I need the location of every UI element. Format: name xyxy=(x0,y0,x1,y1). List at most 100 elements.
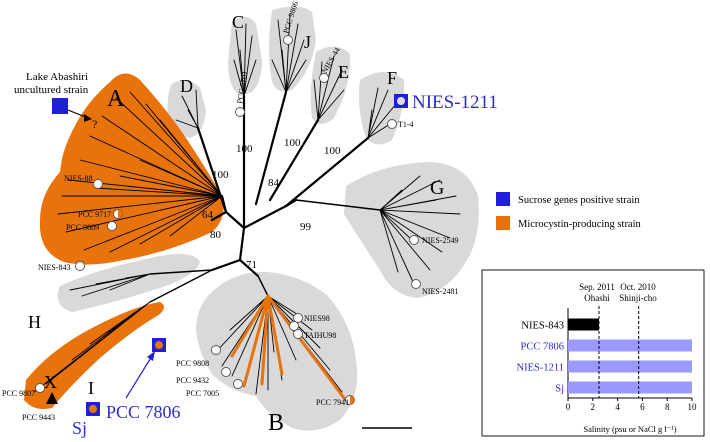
abashiri-line1: Lake Abashiri xyxy=(26,71,88,83)
marker-pcc9432 xyxy=(221,367,231,377)
label-pcc9808: PCC 9808 xyxy=(176,359,209,368)
b-orange-3 xyxy=(266,294,284,376)
clade-h-region xyxy=(57,254,200,312)
bootstrap-labels: 100 100 100 100 84 64 80 99 71 xyxy=(202,137,341,271)
bootstrap-71: 71 xyxy=(246,259,257,271)
clade-a-leaves xyxy=(57,91,223,253)
legend-sucrose-label: Sucrose genes positive strain xyxy=(518,195,640,206)
bootstrap-99: 99 xyxy=(300,221,312,233)
label-sj: Sj xyxy=(72,418,87,438)
clade-d-leaves xyxy=(175,89,199,129)
bootstrap-j: 100 xyxy=(284,137,301,149)
marker-pcc9701 xyxy=(235,107,245,117)
label-nies843: NIES-843 xyxy=(38,263,70,272)
label-pcc7941: PCC 7941 xyxy=(316,398,349,407)
branch-to-x xyxy=(149,269,213,303)
clade-g-region xyxy=(344,162,479,298)
marker-nies2481 xyxy=(411,279,421,289)
marker-pcc9807 xyxy=(35,383,45,393)
abashiri-line2: uncultured strain xyxy=(14,84,89,96)
branch-to-b xyxy=(257,275,269,297)
inset-tick-label-1: 2 xyxy=(591,402,596,412)
arrow-pcc7806 xyxy=(125,355,153,399)
label-pcc9443: PCC 9443 xyxy=(22,413,55,422)
clade-c-leaves xyxy=(233,23,257,97)
marker-label-1-line2: Ohashi xyxy=(584,293,610,303)
bootstrap-f: 100 xyxy=(324,145,341,157)
marker-nies98b xyxy=(289,321,299,331)
clade-f-region xyxy=(358,72,405,145)
marker-nies88 xyxy=(93,179,103,189)
inset-tick-label-0: 0 xyxy=(566,402,571,412)
clade-f-leaves xyxy=(367,87,397,139)
clade-j-leaves xyxy=(271,13,307,93)
tree-branches xyxy=(33,13,461,405)
clade-g-leaves xyxy=(379,175,461,285)
clade-labels: A B C D E F G H I J X xyxy=(28,12,444,436)
clade-h-leaves xyxy=(69,273,151,297)
marker-nies2549 xyxy=(409,235,419,245)
marker-pcc7005 xyxy=(233,379,243,389)
arrow-pcc7806-head xyxy=(147,351,155,361)
square-abashiri xyxy=(52,98,68,114)
inset-bar-label-3: Sj xyxy=(555,384,564,395)
label-pcc9717: PCC 9717 xyxy=(78,210,111,219)
arrows xyxy=(67,109,155,399)
marker-pcc9809 xyxy=(107,221,117,231)
inset-tick-label-2: 4 xyxy=(615,402,620,412)
label-t14: T1-4 xyxy=(398,120,414,129)
label-pcc7005: PCC 7005 xyxy=(186,389,219,398)
clade-x-leaves xyxy=(33,301,151,393)
bootstrap-80: 80 xyxy=(210,229,222,241)
label-taihu98: TAIHU98 xyxy=(304,331,336,340)
b-orange-5 xyxy=(230,294,270,358)
bootstrap-c: 100 xyxy=(236,143,253,155)
highlight-labels: NIES-1211 PCC 7806 Sj xyxy=(72,92,498,438)
bootstrap-84: 84 xyxy=(268,177,280,189)
label-clade-i: I xyxy=(88,378,94,398)
highlight-squares xyxy=(52,94,408,416)
abashiri-annotation: Lake Abashiri uncultured strain ? xyxy=(14,71,97,131)
label-pcc9809: PCC 9809 xyxy=(66,223,99,232)
marker-nies44 xyxy=(319,73,329,83)
legend-microcystin-swatch xyxy=(496,216,510,230)
branch-to-g xyxy=(295,199,381,211)
b-orange-1 xyxy=(242,294,270,388)
legend-sucrose-swatch xyxy=(496,192,510,206)
square-sj-dot xyxy=(89,405,97,413)
branch-to-j xyxy=(254,90,288,206)
label-clade-h: H xyxy=(28,312,41,332)
legend: Sucrose genes positive strain Microcysti… xyxy=(496,192,642,230)
square-nies1211-dot xyxy=(397,97,405,105)
label-nies88: NIES-88 xyxy=(64,174,92,183)
bootstrap-d: 100 xyxy=(212,169,229,181)
inset-tick-label-3: 6 xyxy=(640,402,645,412)
square-pcc7806-dot xyxy=(155,341,163,349)
marker-taihu98 xyxy=(293,329,303,339)
marker-t14 xyxy=(387,119,397,129)
arrow-abashiri-head xyxy=(84,114,92,122)
label-pcc7806: PCC 7806 xyxy=(106,402,181,422)
marker-label-2-line2: Shinji-cho xyxy=(619,293,657,303)
salinity-inset: Sep. 2011 Ohashi Oct. 2010 Shinji-cho NI… xyxy=(481,269,705,437)
inset-bar-1 xyxy=(568,339,692,352)
inset-bar-label-2: NIES-1211 xyxy=(517,363,564,374)
marker-nies98 xyxy=(293,313,303,323)
clade-x-region xyxy=(24,302,164,409)
label-nies2481: NIES-2481 xyxy=(422,287,458,296)
label-clade-c: C xyxy=(232,12,244,32)
label-clade-d: D xyxy=(180,76,193,96)
marker-nies843 xyxy=(75,261,85,271)
abashiri-question: ? xyxy=(92,117,97,131)
label-nies2549: NIES-2549 xyxy=(422,236,458,245)
label-clade-b: B xyxy=(268,410,284,436)
label-clade-g: G xyxy=(430,177,444,199)
label-clade-a: A xyxy=(107,86,125,112)
b-orange-2 xyxy=(260,294,270,386)
inset-xlabel: Salinity (psu or NaCl g l⁻¹) xyxy=(583,424,676,434)
inset-tick-label-4: 8 xyxy=(665,402,670,412)
branch-to-h xyxy=(149,269,213,275)
